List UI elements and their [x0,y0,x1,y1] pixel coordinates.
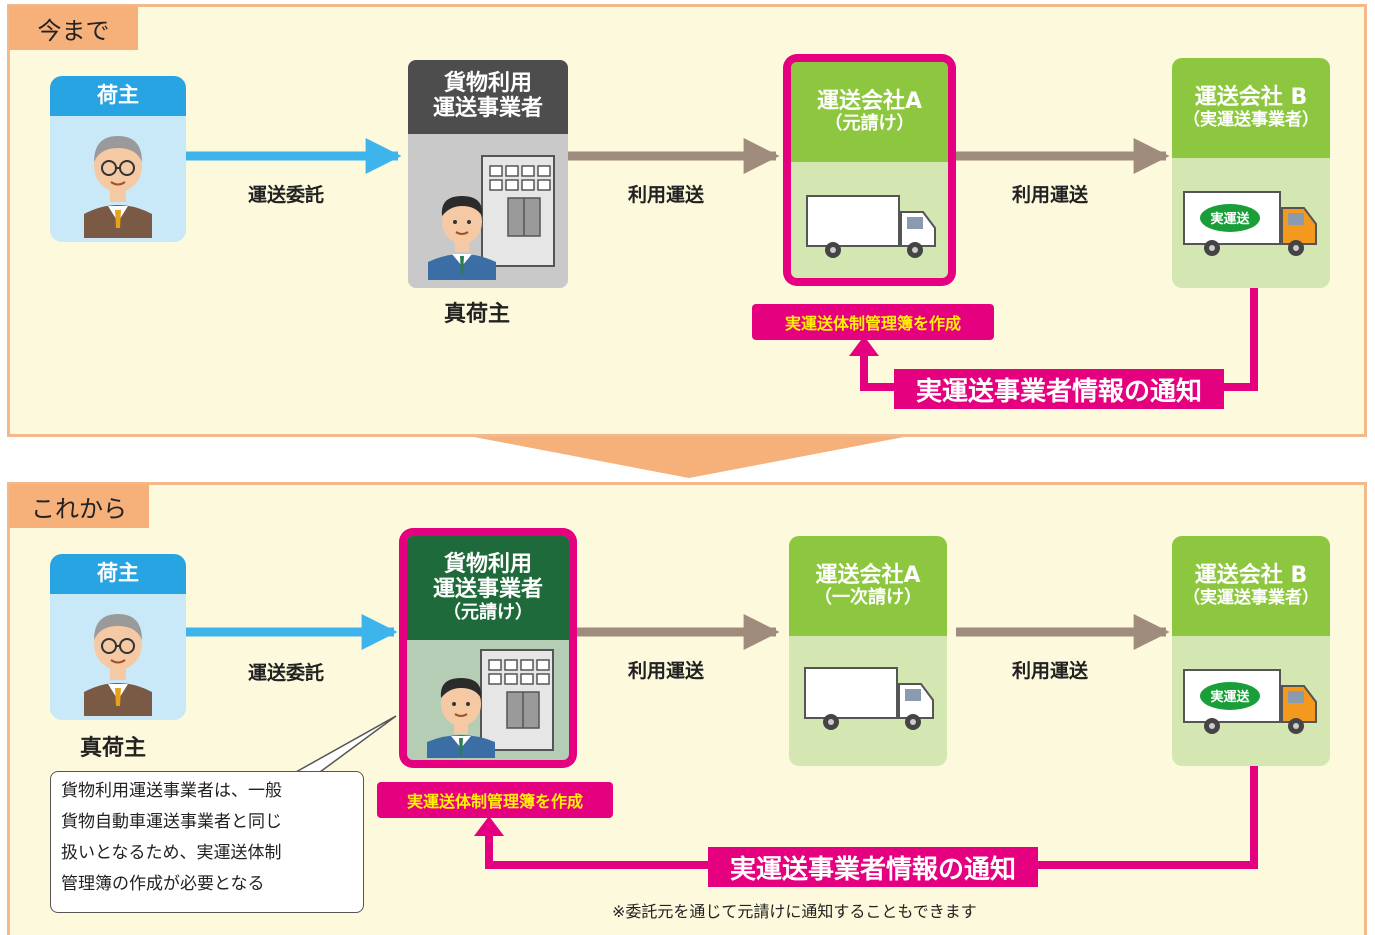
company-a-header-line1: 運送会社A [815,562,921,588]
company-b-card-top: 運送会社 B （実運送事業者） 実運送 [1172,58,1330,288]
shipper-header: 荷主 [97,83,139,108]
company-a-header-line2: （一次請け） [814,587,922,609]
company-a-header-line1: 運送会社A [816,88,923,114]
tag-future: これから [9,484,149,528]
forwarder-header-line2: 運送事業者 [432,96,543,121]
truck-icon [806,195,936,258]
company-b-header-line2: （実運送事業者） [1183,587,1319,608]
true-shipper-caption-top: 真荷主 [444,302,511,327]
footnote: ※委託元を通じて元請けに通知することもできます [612,902,977,921]
company-a-card-bottom: 運送会社A （一次請け） [789,536,947,766]
forwarder-card-top: 貨物利用 運送事業者 [408,60,568,288]
shipper-header: 荷主 [97,561,139,586]
callout-line-1: 貨物利用運送事業者は、一般 [61,781,282,801]
callout-pointer [293,715,397,775]
callout-line-3: 扱いとなるため、実運送体制 [61,843,282,863]
callout-line-2: 貨物自動車運送事業者と同じ [61,812,282,832]
shipper-person-icon [84,614,152,716]
forwarder-header-line1: 貨物利用 [443,71,532,97]
shipper-person-icon [84,136,152,238]
ledger-label-bottom: 実運送体制管理簿を作成 [377,782,613,818]
shipper-card-bottom: 荷主 [50,554,186,720]
truck-side-label: 実運送 [1210,212,1250,227]
tag-current: 今まで [9,6,138,50]
company-a-header-line2: （元請け） [824,113,915,135]
edge-label-entrust-top: 運送委託 [248,184,325,206]
notice-label-top: 実運送事業者情報の通知 [894,369,1224,409]
company-b-card-bottom: 運送会社 B （実運送事業者） 実運送 [1172,536,1330,766]
edge-label-use-transport-1-bottom: 利用運送 [628,660,705,682]
company-b-header-line1: 運送会社 B [1194,563,1308,589]
truck-icon [1183,669,1317,734]
truck-icon [804,667,934,730]
callout-note: 貨物利用運送事業者は、一般 貨物自動車運送事業者と同じ 扱いとなるため、実運送体… [50,771,364,913]
forwarder-card-bottom: 貨物利用 運送事業者 （元請け） [399,528,577,768]
company-b-header-line2: （実運送事業者） [1183,109,1319,130]
notice-label-bottom: 実運送事業者情報の通知 [708,847,1038,887]
shipper-card-top: 荷主 [50,76,186,242]
panel-current [7,4,1367,437]
company-b-header-line1: 運送会社 B [1194,85,1308,111]
truck-icon [1183,191,1317,256]
ledger-label-top: 実運送体制管理簿を作成 [752,304,994,340]
office-building-icon [428,155,555,280]
forwarder-header-line3: （元請け） [443,601,533,623]
edge-label-use-transport-2-top: 利用運送 [1012,184,1089,206]
forwarder-header-line1: 貨物利用 [443,552,532,578]
callout-line-4: 管理簿の作成が必要となる [61,874,265,894]
office-building-icon [427,649,554,758]
edge-label-entrust-bottom: 運送委託 [248,662,325,684]
forwarder-header-line2: 運送事業者 [432,576,543,602]
company-a-card-top: 運送会社A （元請け） [783,54,956,286]
edge-label-use-transport-1-top: 利用運送 [628,184,705,206]
edge-label-use-transport-2-bottom: 利用運送 [1012,660,1089,682]
truck-side-label: 実運送 [1210,690,1250,705]
true-shipper-caption-bottom: 真荷主 [80,736,147,761]
